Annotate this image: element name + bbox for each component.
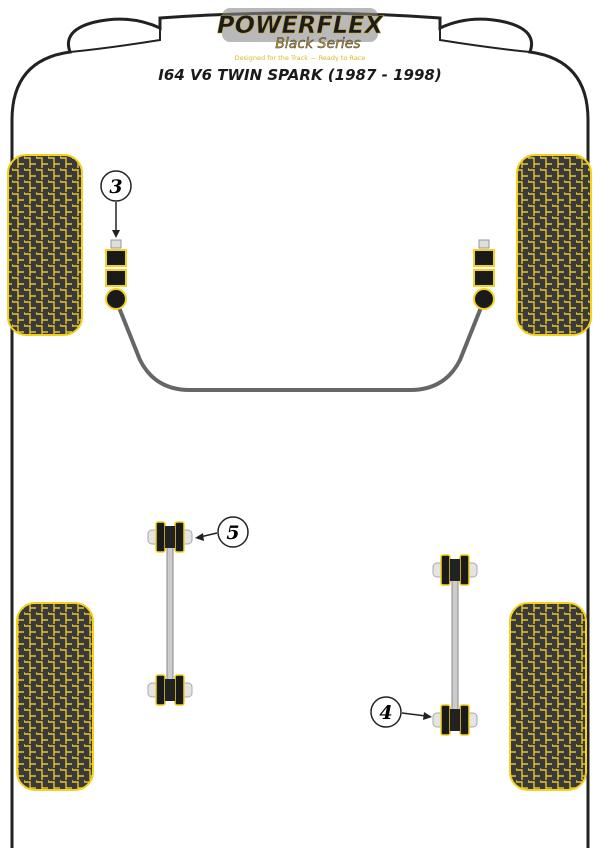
tire-rear-left	[16, 602, 94, 791]
logo-brand: POWERFLEX	[217, 11, 384, 39]
drop-link-left	[147, 521, 193, 706]
callout-label: 3	[109, 176, 122, 198]
front-anti-roll-bar	[114, 299, 486, 392]
callout-4[interactable]: 4	[370, 696, 432, 728]
callout-label: 5	[226, 522, 239, 544]
bush-group-left	[105, 239, 127, 310]
tire-front-right	[516, 154, 592, 336]
logo-tagline: Designed for the Track — Ready to Race	[235, 54, 366, 62]
callout-label: 4	[379, 702, 392, 724]
drop-link-right	[432, 554, 478, 736]
bush-group-right	[473, 239, 495, 310]
front-left-lobe	[69, 28, 161, 53]
vehicle-title: I64 V6 TWIN SPARK (1987 - 1998)	[158, 66, 441, 84]
car-body-outline	[10, 11, 590, 848]
logo-series: Black Series	[275, 36, 360, 52]
powerflex-logo: POWERFLEX Black Series Designed for the …	[217, 8, 385, 62]
front-right-lobe	[439, 28, 531, 53]
callout-3[interactable]: 3	[100, 170, 132, 238]
callout-5[interactable]: 5	[195, 516, 249, 548]
tire-rear-right	[509, 602, 587, 791]
tire-front-left	[7, 154, 83, 336]
